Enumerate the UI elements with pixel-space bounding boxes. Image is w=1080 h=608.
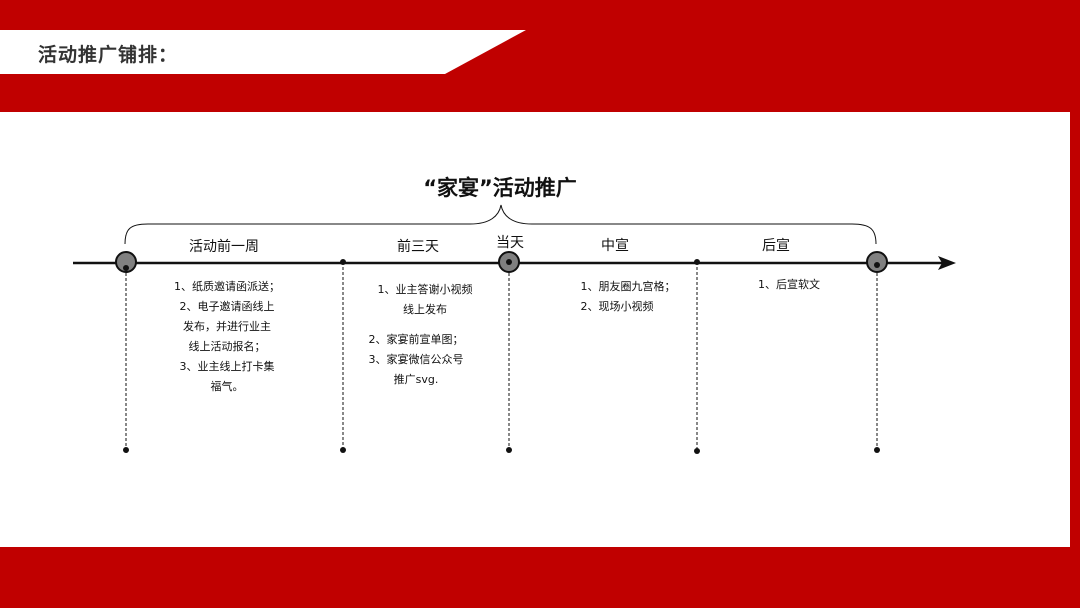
task-line: 发布，并进行业主 — [183, 320, 271, 333]
milestone-marker-1 — [115, 251, 137, 273]
timeline-brace — [124, 204, 877, 245]
drop-end-dot-5 — [874, 447, 880, 453]
task-line: 3、业主线上打卡集 — [179, 360, 275, 373]
task-line: 2、现场小视频 — [580, 300, 654, 313]
stage-label-mid-promo: 中宣 — [601, 238, 629, 254]
diagram-title: “家宴”活动推广 — [423, 176, 577, 200]
stage-label-week-before: 活动前一周 — [189, 239, 259, 255]
stage-tasks-three-days-part1: 1、业主答谢小视频 线上发布 — [378, 280, 473, 320]
task-line: 推广svg. — [393, 373, 439, 386]
milestone-marker-3 — [498, 251, 520, 273]
task-line: 2、电子邀请函线上 — [179, 300, 275, 313]
drop-end-dot-3 — [506, 447, 512, 453]
right-accent-strip — [1070, 112, 1080, 547]
stage-label-post-promo: 后宣 — [762, 238, 790, 254]
task-line: 线上活动报名； — [188, 340, 266, 353]
stage-label-event-day: 当天 — [496, 235, 524, 251]
milestone-marker-5 — [866, 251, 888, 273]
task-line: 1、后宣软文 — [758, 278, 820, 291]
task-line: 1、业主答谢小视频 — [377, 283, 473, 296]
drop-end-dot-4 — [694, 448, 700, 454]
axis-dot-2 — [340, 259, 346, 265]
stage-label-three-days-before: 前三天 — [397, 239, 439, 255]
footer-band — [0, 547, 1080, 608]
stage-tasks-post-promo: 1、后宣软文 — [758, 275, 820, 295]
task-line: 1、朋友圈九宫格； — [580, 280, 676, 293]
stage-tasks-three-days-part2: 2、家宴前宣单图； 3、家宴微信公众号 推广svg. — [369, 330, 464, 390]
page-title: 活动推广铺排： — [38, 44, 179, 66]
title-tab — [0, 30, 526, 74]
task-line: 2、家宴前宣单图； — [368, 333, 464, 346]
drop-end-dot-2 — [340, 447, 346, 453]
task-line: 1、纸质邀请函派送； — [174, 280, 280, 293]
task-line: 线上发布 — [403, 303, 447, 316]
axis-dot-4 — [694, 259, 700, 265]
task-line: 3、家宴微信公众号 — [368, 353, 464, 366]
drop-end-dot-1 — [123, 447, 129, 453]
task-line: 福气。 — [210, 380, 244, 393]
stage-tasks-week-before: 1、纸质邀请函派送； 2、电子邀请函线上 发布，并进行业主 线上活动报名； 3、… — [174, 277, 280, 397]
timeline-arrowhead — [938, 256, 956, 270]
stage-tasks-mid-promo: 1、朋友圈九宫格； 2、现场小视频 — [581, 277, 676, 317]
